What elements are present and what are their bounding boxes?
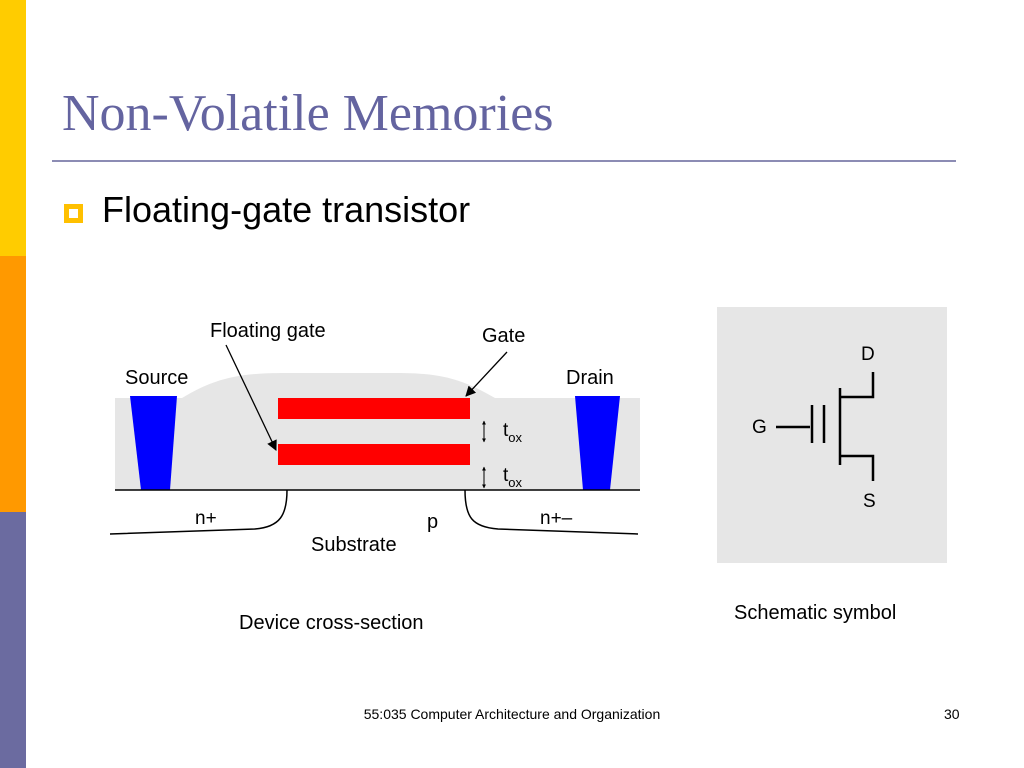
source-label: Source (125, 367, 188, 389)
gate-terminal-label: G (752, 417, 767, 438)
gate-arrow (465, 351, 508, 397)
bullet-square-icon (64, 204, 83, 223)
source-terminal-label: S (863, 491, 876, 512)
floating-gate-label: Floating gate (210, 320, 326, 342)
side-stripe-orange (0, 256, 26, 512)
drain-label: Drain (566, 367, 614, 389)
bullet-text: Floating-gate transistor (102, 189, 471, 230)
tox-label-upper: tox (503, 420, 523, 445)
source-diffusion-boundary (109, 489, 288, 535)
schematic-panel (717, 307, 947, 563)
oxide-region (115, 373, 640, 490)
source-contact (130, 396, 177, 490)
side-stripe-purple (0, 512, 26, 768)
p-label: p (427, 511, 438, 533)
tox-label-lower: tox (503, 465, 523, 490)
control-gate-bar (278, 398, 470, 419)
footer-course-title: 55:035 Computer Architecture and Organiz… (363, 706, 661, 722)
drain-terminal-label: D (861, 344, 875, 365)
footer-page-number: 30 (944, 706, 960, 722)
side-stripe-yellow (0, 0, 26, 256)
slide-title: Non-Volatile Memories (62, 85, 554, 142)
title-underline (52, 160, 956, 162)
transistor-symbol (776, 372, 875, 481)
drain-diffusion-boundary (464, 489, 639, 535)
substrate-label: Substrate (311, 534, 397, 556)
floating-gate-bar (278, 444, 470, 465)
floating-gate-arrow (225, 344, 277, 451)
cross-section-caption: Device cross-section (239, 612, 424, 634)
gate-label: Gate (482, 325, 525, 347)
schematic-caption: Schematic symbol (734, 602, 896, 624)
n-plus-right-label: n+– (540, 508, 573, 529)
n-plus-left-label: n+ (195, 508, 217, 529)
drain-contact (575, 396, 620, 490)
